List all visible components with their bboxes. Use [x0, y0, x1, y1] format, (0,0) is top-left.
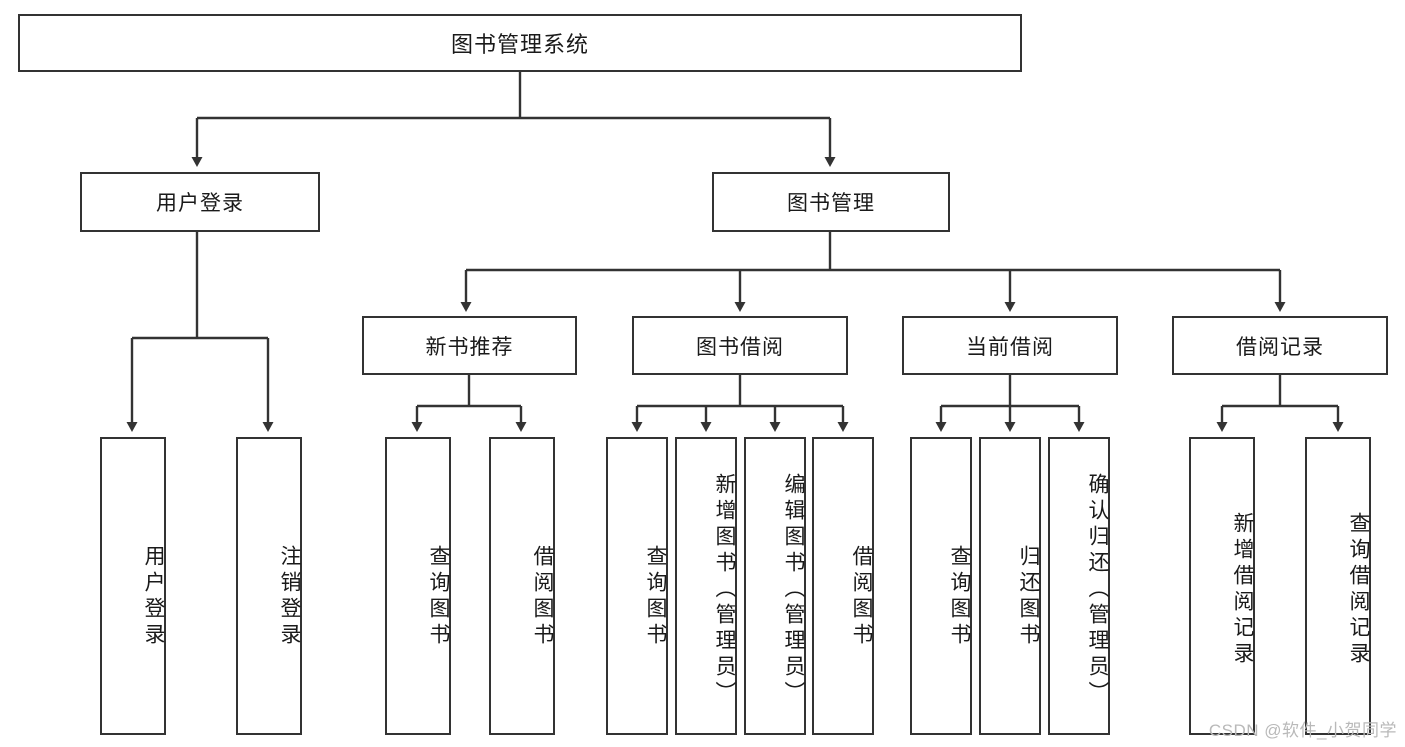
leaf-query-record[interactable]: 查询借阅记录	[1305, 437, 1371, 735]
node-book-borrow[interactable]: 图书借阅	[632, 316, 848, 375]
node-book-management[interactable]: 图书管理	[712, 172, 950, 232]
leaf-borrow-book-2[interactable]: 借阅图书	[812, 437, 874, 735]
node-new-book-recommend-label: 新书推荐	[425, 335, 514, 359]
leaf-query-book-2-label: 查询图书	[644, 545, 667, 649]
leaf-confirm-return-label: 确认归还（管理员）	[1086, 473, 1109, 707]
node-borrow-record-label: 借阅记录	[1236, 335, 1324, 359]
leaf-return-book-label: 归还图书	[1017, 545, 1040, 649]
leaf-borrow-book-2-label: 借阅图书	[850, 545, 873, 649]
leaf-borrow-book-1[interactable]: 借阅图书	[489, 437, 555, 735]
leaf-add-book[interactable]: 新增图书（管理员）	[675, 437, 737, 735]
leaf-edit-book-label: 编辑图书（管理员）	[782, 473, 805, 707]
node-root-label: 图书管理系统	[450, 32, 589, 57]
leaf-query-book-1[interactable]: 查询图书	[385, 437, 451, 735]
leaf-add-book-label: 新增图书（管理员）	[713, 473, 736, 707]
leaf-borrow-book-1-label: 借阅图书	[531, 545, 554, 649]
node-current-borrow-label: 当前借阅	[966, 335, 1054, 359]
leaf-query-book-2[interactable]: 查询图书	[606, 437, 668, 735]
leaf-query-book-1-label: 查询图书	[427, 545, 450, 649]
node-book-borrow-label: 图书借阅	[696, 335, 784, 359]
node-borrow-record[interactable]: 借阅记录	[1172, 316, 1388, 375]
node-user-login[interactable]: 用户登录	[80, 172, 320, 232]
leaf-add-record[interactable]: 新增借阅记录	[1189, 437, 1255, 735]
leaf-user-logout[interactable]: 注销登录	[236, 437, 302, 735]
leaf-confirm-return[interactable]: 确认归还（管理员）	[1048, 437, 1110, 735]
leaf-user-login-label: 用户登录	[142, 545, 165, 649]
leaf-user-login[interactable]: 用户登录	[100, 437, 166, 735]
node-new-book-recommend[interactable]: 新书推荐	[362, 316, 577, 375]
leaf-query-book-3[interactable]: 查询图书	[910, 437, 972, 735]
node-current-borrow[interactable]: 当前借阅	[902, 316, 1118, 375]
leaf-query-record-label: 查询借阅记录	[1347, 512, 1370, 668]
leaf-query-book-3-label: 查询图书	[948, 545, 971, 649]
watermark: CSDN @软件_小贺同学	[1208, 721, 1397, 740]
node-root[interactable]: 图书管理系统	[18, 14, 1022, 72]
node-user-login-label: 用户登录	[156, 192, 244, 215]
leaf-add-record-label: 新增借阅记录	[1231, 512, 1254, 668]
node-book-management-label: 图书管理	[787, 192, 875, 215]
leaf-edit-book[interactable]: 编辑图书（管理员）	[744, 437, 806, 735]
leaf-user-logout-label: 注销登录	[278, 545, 301, 649]
leaf-return-book[interactable]: 归还图书	[979, 437, 1041, 735]
